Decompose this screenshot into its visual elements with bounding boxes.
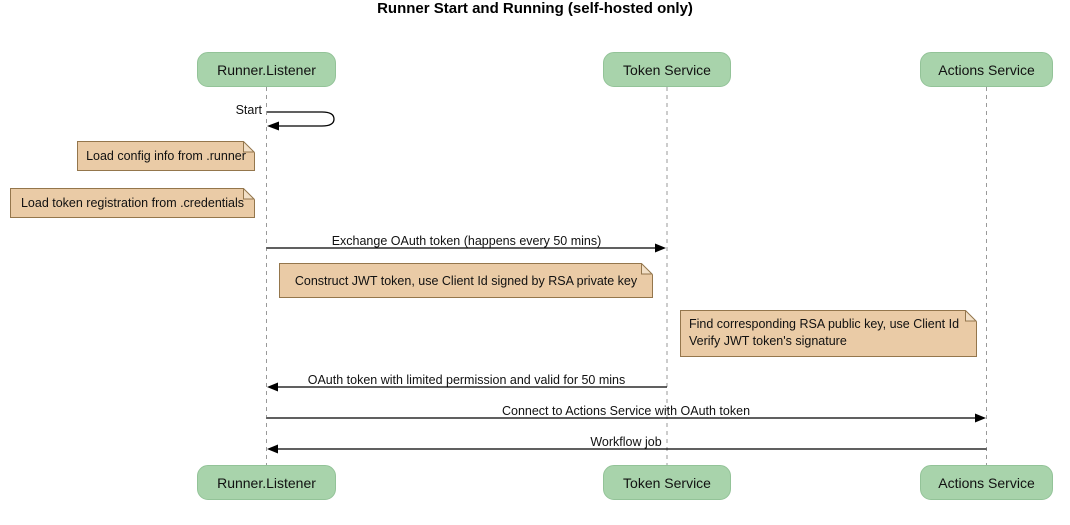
message-connect-arrowhead — [975, 413, 986, 423]
note-text-line-1: Find corresponding RSA public key, use C… — [689, 317, 960, 331]
participant-bottom-runner-listener: Runner.Listener — [197, 465, 336, 500]
note-fold-icon — [243, 141, 255, 153]
participant-label: Token Service — [623, 61, 711, 78]
participant-label: Actions Service — [938, 474, 1035, 491]
note-text-line-2: Verify JWT token's signature — [689, 334, 847, 348]
self-message-start-line — [267, 111, 335, 127]
participant-label: Actions Service — [938, 61, 1035, 78]
note-text: Construct JWT token, use Client Id signe… — [294, 273, 638, 288]
participant-top-runner-listener: Runner.Listener — [197, 52, 336, 87]
participant-label: Runner.Listener — [217, 61, 316, 78]
message-exchange-arrowhead — [655, 243, 666, 253]
participant-top-actions-service: Actions Service — [920, 52, 1053, 87]
message-label-workflow: Workflow job — [590, 435, 662, 449]
note-text: Load token registration from .credential… — [20, 196, 245, 210]
note-fold-icon — [965, 310, 977, 322]
note-fold-icon — [243, 188, 255, 200]
message-oauth-return-arrowhead — [267, 382, 278, 392]
participant-label: Token Service — [623, 474, 711, 491]
participant-bottom-actions-service: Actions Service — [920, 465, 1053, 500]
message-label-connect: Connect to Actions Service with OAuth to… — [501, 404, 751, 418]
note-load-credentials: Load token registration from .credential… — [10, 188, 255, 218]
note-load-config: Load config info from .runner — [77, 141, 255, 171]
note-construct-jwt: Construct JWT token, use Client Id signe… — [279, 263, 653, 298]
participant-top-token-service: Token Service — [603, 52, 731, 87]
note-fold-icon — [641, 263, 653, 275]
note-text: Load config info from .runner — [86, 149, 246, 163]
note-verify-jwt: Find corresponding RSA public key, use C… — [680, 310, 977, 357]
self-message-start-arrowhead — [267, 121, 279, 131]
message-label-exchange: Exchange OAuth token (happens every 50 m… — [331, 234, 602, 248]
message-label-oauth-return: OAuth token with limited permission and … — [307, 373, 626, 387]
message-label-start: Start — [235, 103, 262, 117]
participant-bottom-token-service: Token Service — [603, 465, 731, 500]
message-workflow-arrowhead — [267, 444, 278, 454]
participant-label: Runner.Listener — [217, 474, 316, 491]
diagram-title: Runner Start and Running (self-hosted on… — [377, 0, 693, 17]
